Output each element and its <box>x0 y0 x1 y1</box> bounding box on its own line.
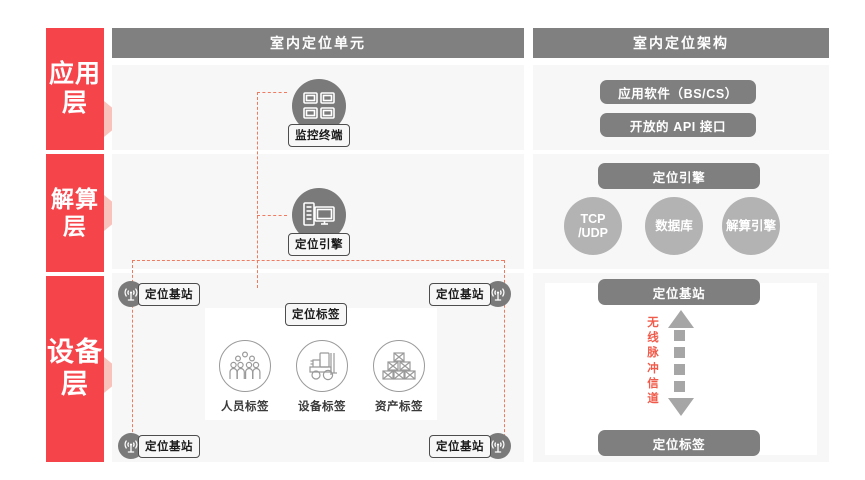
arrow-up-icon <box>668 310 694 328</box>
base-station-top-left-label: 定位基站 <box>138 282 200 306</box>
stacked-boxes-icon <box>373 340 425 392</box>
arrow-stem-segment <box>674 347 685 358</box>
pill-positioning-engine[interactable]: 定位引擎 <box>598 163 760 189</box>
layer-tab-application[interactable]: 应用层 <box>46 28 104 150</box>
wireless-char-0: 无 <box>647 317 659 329</box>
tag-item-personnel-label: 人员标签 <box>221 401 269 413</box>
layer-tab-device-label: 设备层 <box>47 337 103 399</box>
tag-item-list: 人员标签 <box>212 340 432 414</box>
wireless-char-1: 线 <box>647 332 659 345</box>
tag-item-asset[interactable]: 资产标签 <box>366 340 432 414</box>
connector-branch-engine <box>257 215 287 216</box>
arrow-down-icon <box>668 398 694 416</box>
wireless-char-5: 道 <box>647 392 659 405</box>
monitoring-terminal-label: 监控终端 <box>288 124 350 147</box>
tag-item-equipment-label: 设备标签 <box>298 401 346 413</box>
wireless-char-4: 信 <box>647 377 659 390</box>
arrow-stem-segment <box>674 330 685 341</box>
base-station-top-right-label: 定位基站 <box>429 282 491 306</box>
wireless-char-3: 冲 <box>647 362 659 375</box>
node-base-station-top-right[interactable]: 定位基站 <box>429 281 511 307</box>
circle-tcp-udp[interactable]: TCP /UDP <box>564 197 622 255</box>
pill-application-software[interactable]: 应用软件（BS/CS） <box>600 80 756 104</box>
panel-right-application <box>533 65 829 150</box>
node-positioning-engine[interactable]: 定位引擎 <box>288 188 350 256</box>
positioning-engine-label: 定位引擎 <box>288 233 350 256</box>
column-header-right: 室内定位架构 <box>533 28 829 58</box>
tag-item-asset-label: 资产标签 <box>375 401 423 413</box>
circle-tcp-udp-line2: /UDP <box>578 226 608 240</box>
pill-open-api[interactable]: 开放的 API 接口 <box>600 113 756 137</box>
connector-branch-monitor <box>257 92 287 93</box>
circle-tcp-udp-line1: TCP <box>580 211 606 226</box>
connector-device-top <box>132 260 504 261</box>
arrow-stem-segment <box>674 364 685 375</box>
layer-tab-calculation-label: 解算层 <box>51 185 99 239</box>
base-station-bottom-left-label: 定位基站 <box>138 434 200 458</box>
column-header-left: 室内定位单元 <box>112 28 524 58</box>
layer-tab-calculation[interactable]: 解算层 <box>46 154 104 272</box>
node-monitoring-terminal[interactable]: 监控终端 <box>288 79 350 147</box>
tag-item-personnel[interactable]: 人员标签 <box>212 340 278 414</box>
forklift-icon <box>296 340 348 392</box>
layer-tab-device[interactable]: 设备层 <box>46 276 104 462</box>
node-base-station-bottom-right[interactable]: 定位基站 <box>429 433 511 459</box>
tag-group-title: 定位标签 <box>285 303 347 326</box>
pill-positioning-tag[interactable]: 定位标签 <box>598 430 760 456</box>
arrow-stem-segment <box>674 381 685 392</box>
people-group-icon <box>219 340 271 392</box>
wireless-char-2: 脉 <box>647 347 659 360</box>
circle-solver-engine[interactable]: 解算引擎 <box>722 197 780 255</box>
node-base-station-top-left[interactable]: 定位基站 <box>118 281 200 307</box>
connector-trunk-vertical <box>257 92 258 288</box>
tag-item-equipment[interactable]: 设备标签 <box>289 340 355 414</box>
layer-tab-application-label: 应用层 <box>48 59 101 118</box>
pill-base-station[interactable]: 定位基站 <box>598 279 760 305</box>
base-station-bottom-right-label: 定位基站 <box>429 434 491 458</box>
connector-device-right <box>504 260 505 452</box>
circle-database[interactable]: 数据库 <box>645 197 703 255</box>
connector-device-left <box>132 260 133 452</box>
wireless-channel-label: 无 线 脉 冲 信 道 <box>645 316 661 407</box>
node-base-station-bottom-left[interactable]: 定位基站 <box>118 433 200 459</box>
